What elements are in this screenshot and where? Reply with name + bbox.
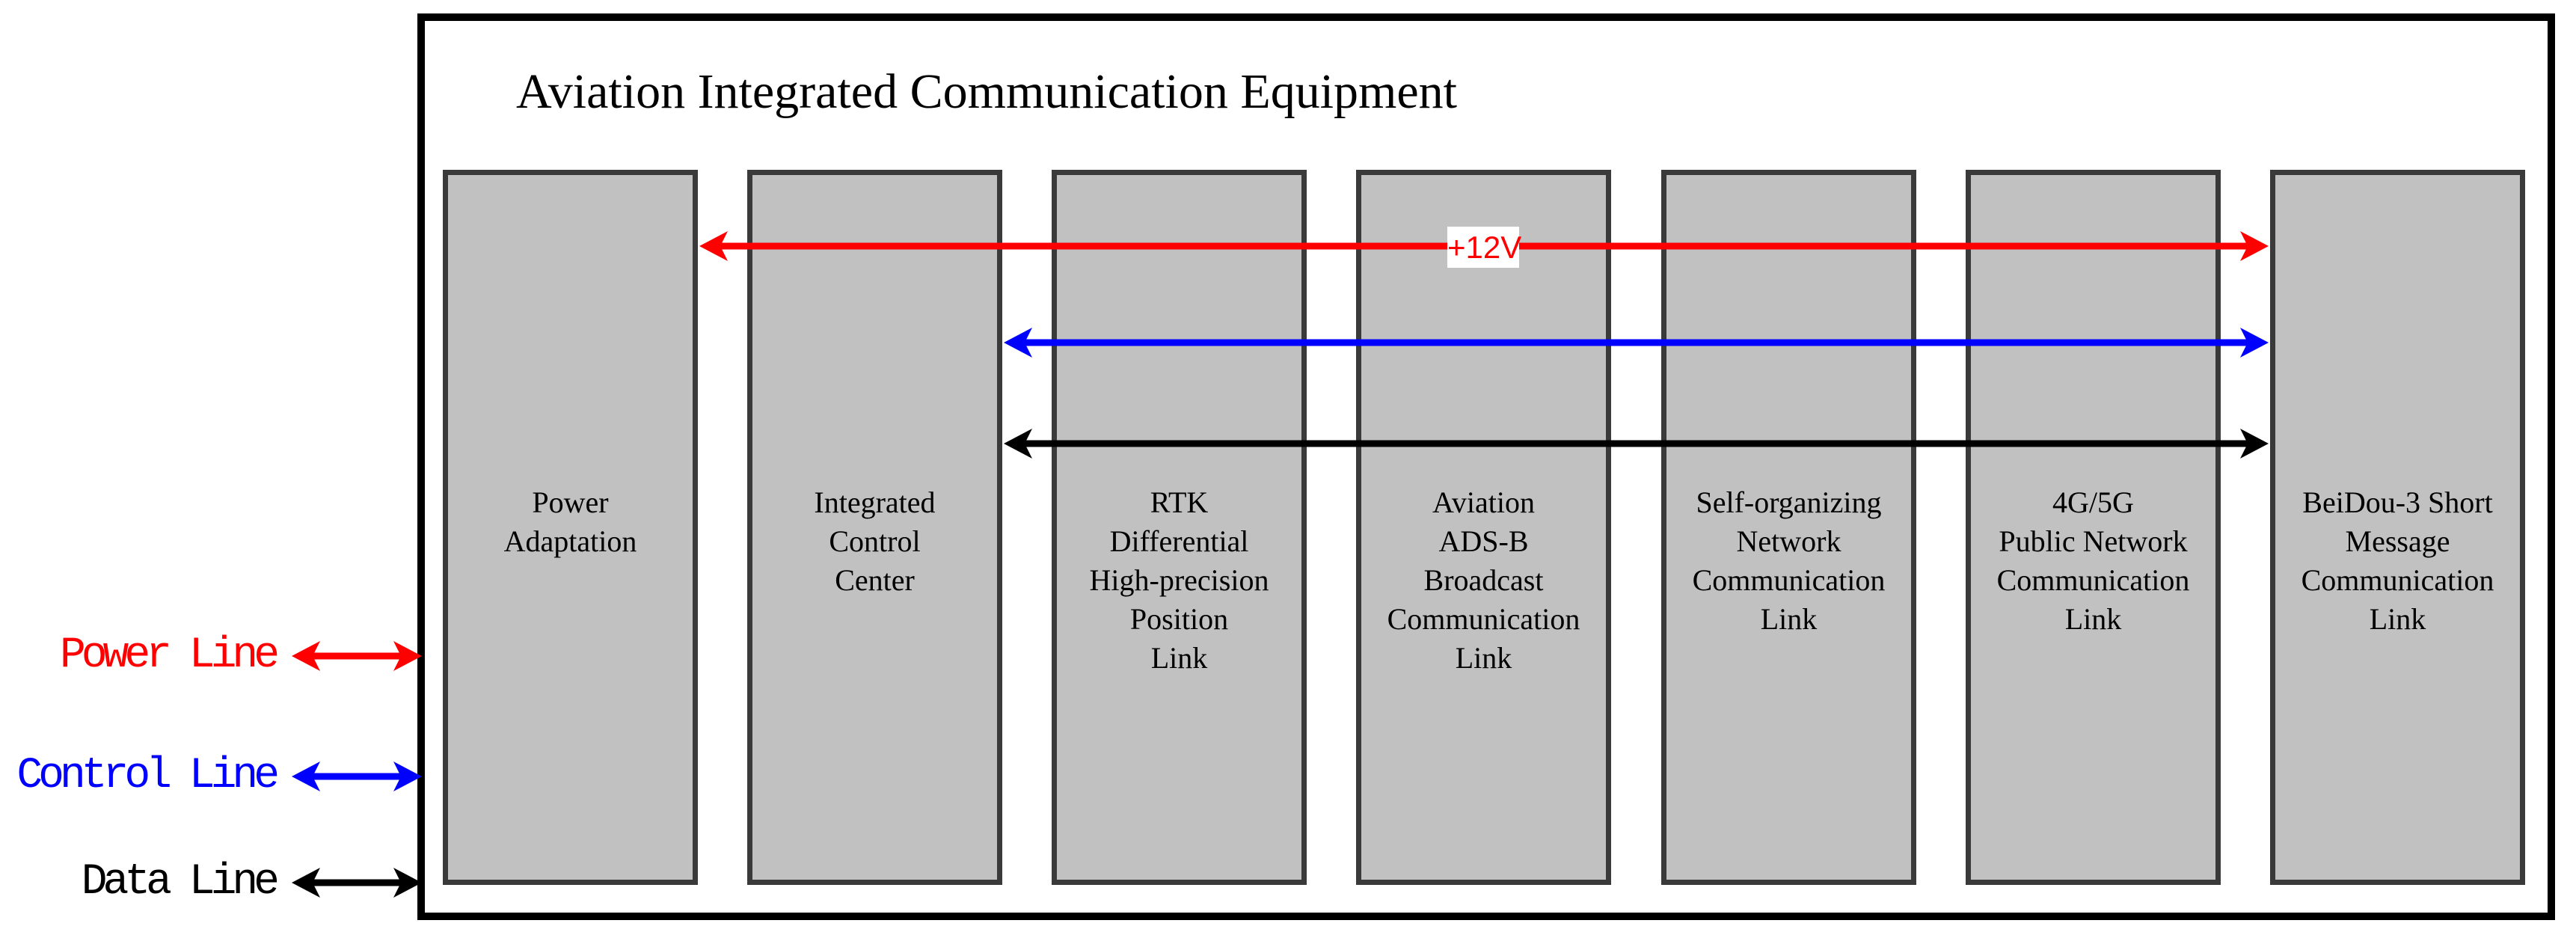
power-bus-arrowhead-left xyxy=(699,231,728,261)
legend-control-arrowhead-right xyxy=(393,761,422,791)
module-rtk-position-link: RTK Differential High-precision Position… xyxy=(1052,170,1307,885)
legend-label-power-line: Power Line xyxy=(59,631,280,680)
module-power-adaptation: Power Adaptation xyxy=(443,170,698,885)
module-label: Power Adaptation xyxy=(503,485,637,558)
data-bus-arrow xyxy=(1004,429,2269,459)
legend-data-arrowhead-right xyxy=(393,868,422,898)
control-bus-arrowhead-left xyxy=(1004,328,1032,358)
control-bus-arrow xyxy=(1004,328,2269,358)
module-integrated-control-center: Integrated Control Center xyxy=(747,170,1002,885)
module-label: Aviation ADS-B Broadcast Communication L… xyxy=(1387,485,1580,675)
data-bus-shaft xyxy=(1022,440,2251,447)
legend-data-shaft xyxy=(310,879,404,886)
module-adsb-broadcast-link: Aviation ADS-B Broadcast Communication L… xyxy=(1356,170,1611,885)
power-bus-voltage-label: +12V xyxy=(1447,227,1521,268)
legend-power-arrowhead-left xyxy=(292,641,320,671)
module-label: BeiDou-3 Short Message Communication Lin… xyxy=(2301,485,2494,636)
control-bus-arrowhead-right xyxy=(2240,328,2269,358)
legend-control-shaft xyxy=(310,773,404,780)
module-self-organizing-link: Self-organizing Network Communication Li… xyxy=(1661,170,1916,885)
data-bus-arrowhead-left xyxy=(1004,429,1032,459)
legend-arrow-data-line xyxy=(292,868,422,898)
power-bus-arrowhead-right xyxy=(2240,231,2269,261)
legend-arrow-power-line xyxy=(292,641,422,671)
data-bus-arrowhead-right xyxy=(2240,429,2269,459)
legend-label-control-line: Control Line xyxy=(16,752,280,800)
module-label: 4G/5G Public Network Communication Link xyxy=(1996,485,2190,636)
module-public-network-link: 4G/5G Public Network Communication Link xyxy=(1966,170,2221,885)
module-beidou-message-link: BeiDou-3 Short Message Communication Lin… xyxy=(2270,170,2525,885)
diagram-title: Aviation Integrated Communication Equipm… xyxy=(516,64,1457,119)
legend-label-data-line: Data Line xyxy=(81,858,280,907)
legend-arrow-control-line xyxy=(292,761,422,791)
legend-power-shaft xyxy=(310,652,404,660)
legend-power-arrowhead-right xyxy=(393,641,422,671)
module-label: Self-organizing Network Communication Li… xyxy=(1692,485,1886,636)
module-label: Integrated Control Center xyxy=(814,485,936,597)
module-label: RTK Differential High-precision Position… xyxy=(1089,485,1269,675)
legend-data-arrowhead-left xyxy=(292,868,320,898)
legend-control-arrowhead-left xyxy=(292,761,320,791)
control-bus-shaft xyxy=(1022,339,2251,346)
